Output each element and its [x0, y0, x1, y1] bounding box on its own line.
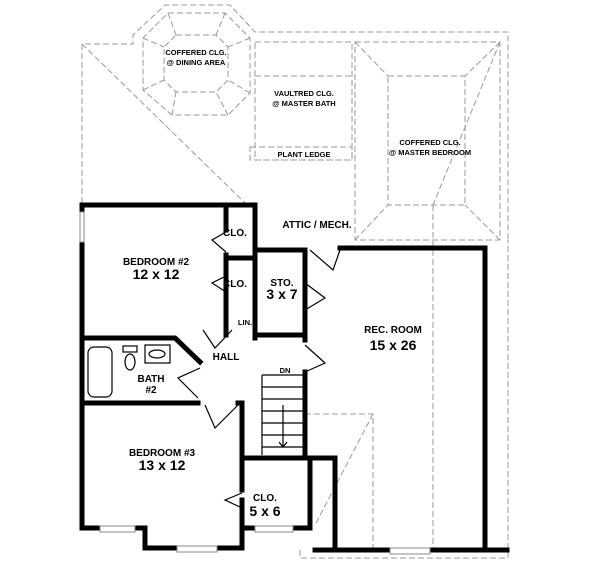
stairs	[261, 374, 305, 455]
master-bedroom-ceiling-label-1: COFFERED CLG.	[399, 138, 460, 147]
attic-label: ATTIC / MECH.	[282, 220, 351, 231]
window	[254, 525, 294, 533]
master-bedroom-coffered-ceiling	[354, 41, 501, 550]
walls	[79, 202, 510, 553]
roof-outline	[81, 4, 509, 240]
sink-icon	[144, 344, 171, 364]
plant-ledge-label: PLANT LEDGE	[278, 150, 331, 159]
rec-room-size: 15 x 26	[370, 337, 417, 353]
window	[79, 211, 85, 243]
master-bath-ceiling-label-2: @ MASTER BATH	[272, 99, 335, 108]
doors	[176, 231, 341, 509]
room-labels: ATTIC / MECH. BEDROOM #2 12 x 12 CLO. CL…	[123, 220, 422, 519]
closet-c-size: 5 x 6	[249, 503, 280, 519]
storage-name: STO.	[270, 278, 293, 289]
dining-coffered-ceiling	[142, 12, 251, 116]
closet-c-name: CLO.	[253, 493, 277, 504]
master-bath-vaulted-ceiling	[249, 41, 353, 161]
bath2-name: BATH	[137, 374, 164, 385]
bedroom2-size: 12 x 12	[133, 266, 180, 282]
closet-b-label: CLO.	[223, 279, 247, 290]
dining-ceiling-label-2: @ DINING AREA	[167, 58, 226, 67]
hall-label: HALL	[213, 352, 240, 363]
storage-size: 3 x 7	[266, 286, 297, 302]
bedroom3-name: BEDROOM #3	[129, 448, 196, 459]
bath2-number: #2	[145, 385, 157, 396]
window	[99, 525, 136, 533]
bedroom2-name: BEDROOM #2	[123, 257, 190, 268]
bathtub-icon	[87, 346, 113, 398]
closet-a-label: CLO.	[223, 228, 247, 239]
toilet-icon	[124, 353, 136, 371]
ceiling-labels: COFFERED CLG. @ DINING AREA VAULTRED CLG…	[165, 48, 471, 159]
master-bath-ceiling-label-1: VAULTRED CLG.	[274, 89, 334, 98]
dining-ceiling-label-1: COFFERED CLG.	[165, 48, 226, 57]
window	[176, 545, 218, 553]
stairs-down-label: DN	[280, 366, 291, 375]
lower-roof-outline	[299, 240, 509, 559]
bath-fixtures	[87, 344, 171, 398]
window	[389, 547, 431, 555]
bedroom3-size: 13 x 12	[139, 457, 186, 473]
rec-room-name: REC. ROOM	[364, 325, 422, 336]
linen-label: LIN.	[238, 318, 252, 327]
master-bedroom-ceiling-label-2: @ MASTER BEDROOM	[389, 148, 471, 157]
